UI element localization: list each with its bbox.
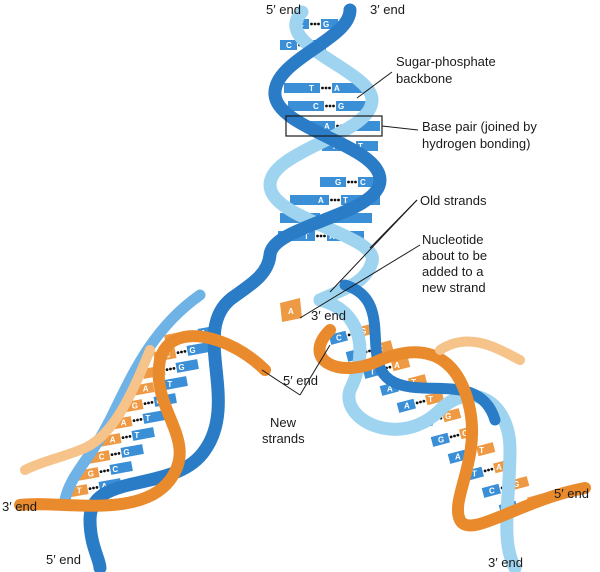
leader-basepair — [381, 125, 419, 131]
svg-text:C: C — [489, 487, 495, 496]
leader-old-strands-b — [329, 199, 418, 293]
svg-text:T: T — [370, 368, 375, 377]
new-strand-right-light — [435, 336, 525, 365]
svg-text:C: C — [462, 429, 468, 438]
svg-text:A: A — [387, 385, 393, 394]
old-strand-right — [313, 293, 522, 572]
svg-text:T: T — [358, 142, 363, 151]
label-basepair-1: Base pair (joined by — [422, 119, 537, 134]
svg-text:G: G — [445, 412, 451, 421]
label-left-5-end: 5′ end — [46, 552, 81, 567]
svg-text:T: T — [77, 487, 82, 496]
label-new-strands-1: New — [270, 415, 297, 430]
svg-text:G: G — [88, 470, 94, 479]
svg-text:A: A — [143, 385, 149, 394]
label-backbone-1: Sugar-phosphate — [396, 54, 496, 69]
old-strand-dark-top — [225, 3, 387, 305]
old-strand-light-top — [263, 5, 379, 307]
svg-text:T: T — [472, 470, 477, 479]
svg-text:G: G — [338, 102, 344, 111]
label-nucleotide-1: Nucleotide — [422, 232, 483, 247]
label-nucleotide-3: added to a — [422, 264, 484, 279]
svg-text:A: A — [324, 122, 330, 131]
label-nucleotide-2: about to be — [422, 248, 487, 263]
new-strand-left — [14, 330, 271, 512]
leader-nucleotide — [299, 244, 421, 319]
label-left-3-end: 3′ end — [2, 499, 37, 514]
svg-text:A: A — [318, 196, 324, 205]
svg-text:T: T — [304, 232, 309, 241]
svg-text:G: G — [132, 402, 138, 411]
svg-text:T: T — [479, 446, 484, 455]
svg-text:C: C — [336, 334, 342, 343]
svg-text:G: G — [178, 363, 184, 372]
new-strand-left-light — [20, 345, 155, 475]
svg-text:T: T — [145, 414, 150, 423]
svg-text:G: G — [323, 20, 329, 29]
svg-text:G: G — [123, 448, 129, 457]
label-nucleotide-4: new strand — [422, 280, 486, 295]
svg-text:C: C — [313, 102, 319, 111]
svg-text:C: C — [286, 41, 292, 50]
svg-text:G: G — [513, 480, 519, 489]
svg-text:A: A — [121, 419, 127, 428]
label-top-3-end: 3′ end — [370, 2, 405, 17]
leader-new-strands-b — [299, 344, 331, 396]
leader-backbone — [356, 71, 393, 99]
incoming-nucleotide: A — [280, 298, 302, 322]
svg-text:G: G — [335, 178, 341, 187]
svg-text:A: A — [288, 307, 294, 316]
label-basepair-2: hydrogen bonding) — [422, 136, 530, 151]
svg-text:A: A — [334, 84, 340, 93]
old-strand-left-light — [59, 289, 206, 506]
svg-text:T: T — [167, 380, 172, 389]
label-right-5-end: 5′ end — [554, 486, 589, 501]
svg-text:C: C — [99, 453, 105, 462]
svg-text:G: G — [189, 346, 195, 355]
svg-text:C: C — [112, 465, 118, 474]
svg-text:C: C — [360, 178, 366, 187]
svg-text:T: T — [428, 395, 433, 404]
svg-text:A: A — [404, 402, 410, 411]
svg-text:A: A — [394, 361, 400, 370]
label-mid-5-end: 5′ end — [283, 373, 318, 388]
label-top-5-end: 5′ end — [266, 2, 301, 17]
new-strand-right — [313, 324, 591, 532]
svg-text:G: G — [438, 436, 444, 445]
label-right-3-end: 3′ end — [488, 555, 523, 570]
svg-text:A: A — [110, 436, 116, 445]
svg-text:T: T — [309, 84, 314, 93]
leader-new-strands-a — [261, 369, 301, 396]
svg-text:A: A — [496, 463, 502, 472]
svg-text:T: T — [343, 196, 348, 205]
label-old-strands: Old strands — [420, 193, 487, 208]
label-mid-3-end: 3′ end — [311, 308, 346, 323]
label-new-strands-2: strands — [262, 431, 305, 446]
svg-text:A: A — [455, 453, 461, 462]
label-backbone-2: backbone — [396, 71, 452, 86]
svg-text:T: T — [134, 431, 139, 440]
